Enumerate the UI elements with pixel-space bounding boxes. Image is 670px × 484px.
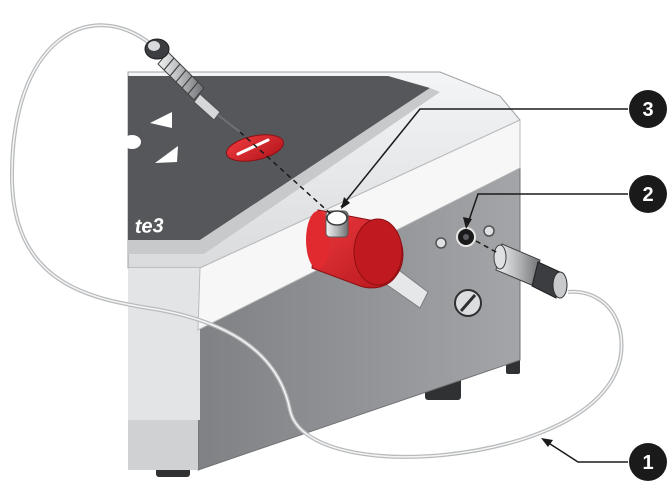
leader-line-1: [544, 440, 628, 462]
callout-2: 2: [629, 175, 667, 213]
callout-1: 1: [629, 443, 667, 481]
callout-number-1: 1: [642, 452, 653, 474]
housing-lower-front: [128, 420, 198, 470]
port-screw-left: [436, 238, 446, 248]
callout-number-2: 2: [642, 184, 653, 206]
fitting-cap-top: [148, 41, 160, 51]
leader-arrow-1: [541, 438, 553, 447]
housing-front-band: [128, 268, 200, 420]
port-screw-right: [484, 226, 494, 236]
callout-number-3: 3: [642, 99, 653, 121]
inlet-port-hole: [463, 234, 469, 240]
callout-3: 3: [629, 90, 667, 128]
inlet-fitting-end: [494, 245, 506, 269]
brand-logo: te3: [134, 215, 164, 238]
inlet-fitting-cap: [553, 272, 567, 298]
indicator-dot-icon: [123, 135, 141, 149]
valve-face: [354, 219, 402, 285]
